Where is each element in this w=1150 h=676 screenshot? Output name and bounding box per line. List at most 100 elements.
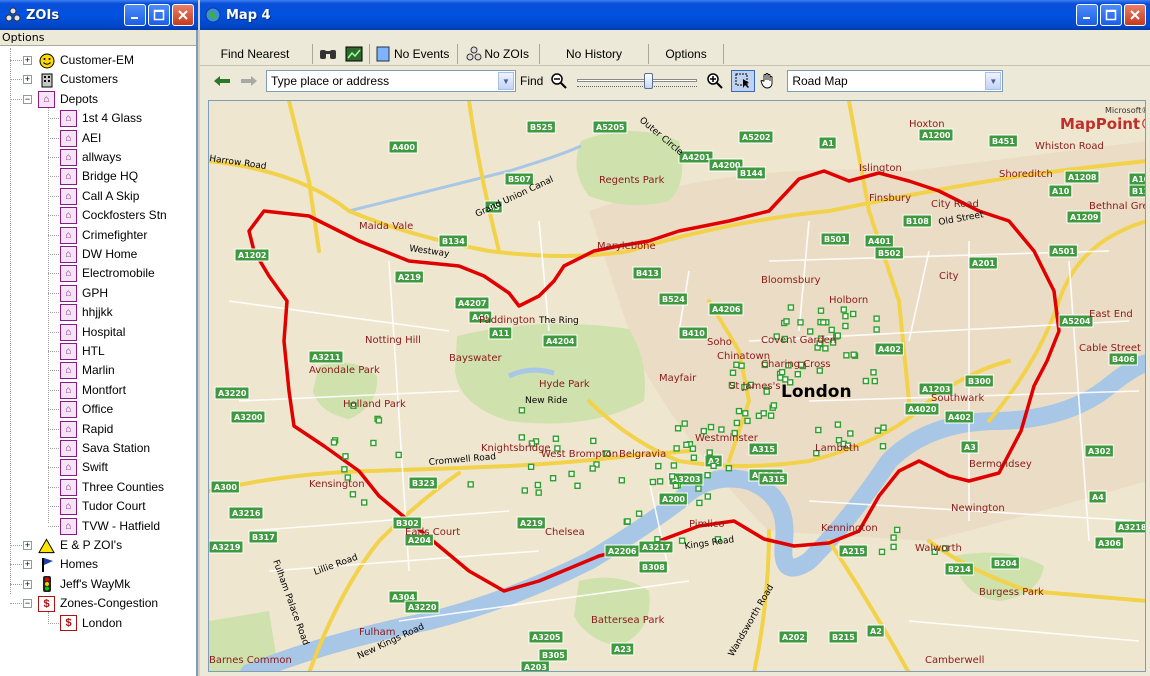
poi-marker[interactable] <box>552 435 560 442</box>
tree-node-allways[interactable]: ⌂allways <box>0 148 196 167</box>
poi-marker[interactable] <box>706 449 713 456</box>
address-combo[interactable]: Type place or address ▼ <box>266 70 516 92</box>
poi-marker[interactable] <box>669 473 676 480</box>
poi-marker[interactable] <box>735 407 743 415</box>
no-zois-button[interactable]: No ZOIs <box>484 46 530 61</box>
tree-node-call-a-skip[interactable]: ⌂Call A Skip <box>0 187 196 206</box>
poi-marker[interactable] <box>842 312 849 320</box>
poi-marker[interactable] <box>528 440 536 447</box>
poi-marker[interactable] <box>862 377 870 385</box>
maximize-button[interactable] <box>148 4 170 26</box>
poi-marker[interactable] <box>370 439 377 447</box>
poi-marker[interactable] <box>834 332 841 339</box>
poi-marker[interactable] <box>655 462 662 470</box>
poi-marker[interactable] <box>794 371 801 378</box>
poi-marker[interactable] <box>674 425 682 432</box>
collapse-icon[interactable]: − <box>23 93 32 104</box>
map-style-chevron-icon[interactable]: ▼ <box>985 72 1002 90</box>
poi-marker[interactable] <box>873 326 880 333</box>
tree-node-1st-4-glass[interactable]: ⌂1st 4 Glass <box>0 109 196 128</box>
map-minimize-button[interactable] <box>1076 4 1098 26</box>
poi-marker[interactable] <box>816 367 823 374</box>
hand-pan-icon[interactable] <box>755 70 781 92</box>
tree-node-bridge-hq[interactable]: ⌂Bridge HQ <box>0 167 196 186</box>
tree-node-tvw-hatfield[interactable]: ⌂TVW - Hatfield <box>0 517 196 536</box>
no-history-button[interactable]: No History <box>566 46 623 61</box>
poi-marker[interactable] <box>733 361 740 368</box>
poi-marker[interactable] <box>782 376 789 383</box>
poi-marker[interactable] <box>733 419 741 427</box>
poi-marker[interactable] <box>344 474 352 481</box>
poi-marker[interactable] <box>894 526 901 534</box>
poi-marker[interactable] <box>725 465 733 472</box>
poi-marker[interactable] <box>871 377 878 385</box>
expand-icon[interactable]: + <box>23 55 32 65</box>
poi-marker[interactable] <box>624 518 631 525</box>
poi-marker[interactable] <box>890 534 897 541</box>
poi-marker[interactable] <box>815 426 822 434</box>
poi-marker[interactable] <box>704 472 711 479</box>
poi-marker[interactable] <box>798 361 805 368</box>
poi-marker[interactable] <box>690 454 698 461</box>
poi-marker[interactable] <box>844 442 852 449</box>
zoom-in-icon[interactable] <box>703 70 727 92</box>
poi-marker[interactable] <box>850 351 857 358</box>
poi-marker[interactable] <box>829 339 837 346</box>
poi-marker[interactable] <box>797 319 804 326</box>
poi-marker[interactable] <box>593 461 600 468</box>
tree-node-homes[interactable]: +Homes <box>0 555 196 574</box>
tree-node-marlin[interactable]: ⌂Marlin <box>0 361 196 380</box>
minimize-button[interactable] <box>124 4 146 26</box>
poi-marker[interactable] <box>568 470 575 478</box>
poi-marker[interactable] <box>696 499 703 507</box>
chevron-down-icon[interactable]: ▼ <box>498 72 514 90</box>
poi-marker[interactable] <box>654 536 661 543</box>
poi-marker[interactable] <box>890 543 897 551</box>
poi-marker[interactable] <box>835 437 843 444</box>
poi-marker[interactable] <box>554 445 561 452</box>
tree-node-htl[interactable]: ⌂HTL <box>0 342 196 361</box>
map-maximize-button[interactable] <box>1100 4 1122 26</box>
tree-node-hhjjkk[interactable]: ⌂hhjjkk <box>0 303 196 322</box>
poi-marker[interactable] <box>521 487 528 494</box>
poi-marker[interactable] <box>618 477 625 484</box>
poi-marker[interactable] <box>467 481 474 488</box>
tree-node-aei[interactable]: ⌂AEI <box>0 129 196 148</box>
poi-marker[interactable] <box>375 417 383 424</box>
poi-marker[interactable] <box>773 333 780 340</box>
poi-marker[interactable] <box>834 421 842 428</box>
map-close-button[interactable] <box>1124 4 1146 26</box>
poi-marker[interactable] <box>718 426 725 433</box>
poi-marker[interactable] <box>767 412 775 419</box>
poi-marker[interactable] <box>714 536 722 543</box>
poi-marker[interactable] <box>741 383 748 391</box>
zoom-out-icon[interactable] <box>547 70 571 92</box>
poi-marker[interactable] <box>678 537 686 544</box>
poi-marker[interactable] <box>783 318 790 325</box>
poi-marker[interactable] <box>742 410 749 417</box>
poi-marker[interactable] <box>518 434 525 441</box>
poi-marker[interactable] <box>820 319 827 326</box>
poi-marker[interactable] <box>729 369 737 376</box>
tree-node-depots[interactable]: −⌂Depots <box>0 90 196 109</box>
zoom-slider[interactable] <box>577 70 698 92</box>
poi-marker[interactable] <box>880 424 887 431</box>
poi-marker[interactable] <box>744 417 751 425</box>
close-button[interactable] <box>172 4 194 26</box>
poi-marker[interactable] <box>527 463 535 470</box>
back-arrow-icon[interactable] <box>208 70 236 92</box>
poi-marker[interactable] <box>850 310 857 318</box>
poi-marker[interactable] <box>763 388 770 395</box>
poi-marker[interactable] <box>574 482 581 489</box>
collapse-icon[interactable]: − <box>23 598 32 609</box>
poi-marker[interactable] <box>817 335 825 342</box>
no-events-button[interactable]: No Events <box>394 46 450 61</box>
tree-node-hospital[interactable]: ⌂Hospital <box>0 323 196 342</box>
events-icon[interactable] <box>372 43 394 65</box>
poi-marker[interactable] <box>728 381 736 389</box>
poi-marker[interactable] <box>395 451 402 459</box>
expand-icon[interactable]: + <box>23 578 32 589</box>
poi-marker[interactable] <box>590 437 597 445</box>
